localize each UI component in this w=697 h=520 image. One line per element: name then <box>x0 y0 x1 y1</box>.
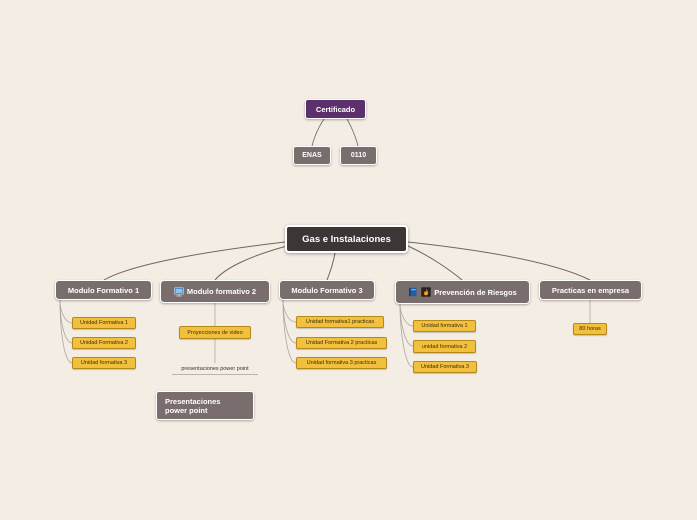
prevencion-unit-1-label: Unidad formativa 1 <box>421 323 468 329</box>
prevencion-node[interactable]: Prevención de Riesgos <box>395 280 530 304</box>
prevencion-link-unit-1 <box>399 303 414 327</box>
certificado-link-enas <box>311 118 325 147</box>
floating-presentaciones-node[interactable]: Presentaciones power point <box>156 391 254 420</box>
module-3-unit-2-label: Unidad Formativa 2 practicas <box>305 340 378 346</box>
prevencion-unit-2-label: unidad formativa 2 <box>421 343 468 350</box>
prevencion-unit-3-label: Unidad Formativa 3 <box>421 364 469 370</box>
module-1-unit-1-label: Unidad Formativa 1 <box>80 320 128 326</box>
module-2-node[interactable]: Modulo formativo 2 <box>160 280 270 303</box>
practicas-hours-node[interactable]: 80 horas <box>573 323 607 335</box>
enas-label: ENAS <box>302 152 322 159</box>
root-link-module-3 <box>326 252 336 281</box>
module-3-link-unit-1 <box>282 299 297 323</box>
floating-presentaciones-label: Presentaciones power point <box>165 396 221 415</box>
enas-node[interactable]: ENAS <box>293 146 331 165</box>
code-0110-node[interactable]: 0110 <box>340 146 377 165</box>
module-2-note-label: presentaciones power point <box>181 365 249 372</box>
module-2-video-node[interactable]: Proyecciones de video <box>179 326 251 339</box>
root-link-practicas <box>407 241 591 281</box>
module-3-node[interactable]: Modulo Formativo 3 <box>279 280 375 300</box>
practicas-node[interactable]: Practicas en empresa <box>539 280 642 300</box>
module-3-label: Modulo Formativo 3 <box>291 285 363 295</box>
code-0110-label: 0110 <box>350 152 367 159</box>
module-1-unit-2[interactable]: Unidad Formativa 2 <box>72 337 136 349</box>
prevencion-unit-3[interactable]: Unidad Formativa 3 <box>413 361 477 373</box>
fire-icon <box>421 287 431 297</box>
module-2-video-label: Proyecciones de video <box>187 329 243 336</box>
practicas-hours-label: 80 horas <box>579 326 601 332</box>
module-1-label: Modulo Formativo 1 <box>67 285 140 295</box>
module-1-unit-2-label: Unidad Formativa 2 <box>80 340 128 346</box>
prevencion-link-unit-2 <box>399 303 414 347</box>
module-1-unit-3[interactable]: Unidad formativa 3 <box>72 357 136 369</box>
prevencion-unit-2[interactable]: unidad formativa 2 <box>413 340 476 353</box>
prevencion-unit-1[interactable]: Unidad formativa 1 <box>413 320 476 332</box>
module-3-unit-3[interactable]: Unidad formativa 3 practicas <box>296 357 387 369</box>
module-3-unit-1[interactable]: Unidad formativa1 practicas <box>296 316 384 328</box>
certificado-link-0110 <box>346 118 359 147</box>
certificado-label: Certificado <box>315 104 356 114</box>
module-3-link-unit-3 <box>282 299 297 364</box>
practicas-label: Practicas en empresa <box>551 285 630 295</box>
module-1-node[interactable]: Modulo Formativo 1 <box>55 280 152 300</box>
module-1-unit-1[interactable]: Unidad Formativa 1 <box>72 317 136 329</box>
module-3-unit-2[interactable]: Unidad Formativa 2 practicas <box>296 337 387 349</box>
module-3-unit-1-label: Unidad formativa1 practicas <box>305 319 375 325</box>
module-1-link-unit-1 <box>59 299 73 324</box>
book-icon <box>409 287 417 297</box>
root-link-module-1 <box>103 241 286 281</box>
prevencion-label: Prevención de Riesgos <box>434 287 517 297</box>
module-2-label: Modulo formativo 2 <box>186 287 257 296</box>
prevencion-link-unit-3 <box>399 303 414 368</box>
root-label: Gas e Instalaciones <box>302 233 391 245</box>
module-2-note[interactable]: presentaciones power point <box>172 363 258 375</box>
module-1-unit-3-label: Unidad formativa 3 <box>80 360 128 366</box>
monitor-icon <box>174 287 184 296</box>
certificado-node[interactable]: Certificado <box>305 99 366 119</box>
root-node[interactable]: Gas e Instalaciones <box>285 225 408 253</box>
root-link-prevencion <box>407 245 463 281</box>
module-3-unit-3-label: Unidad formativa 3 practicas <box>306 360 377 366</box>
module-1-link-unit-3 <box>59 299 73 364</box>
root-link-module-2 <box>214 245 288 281</box>
